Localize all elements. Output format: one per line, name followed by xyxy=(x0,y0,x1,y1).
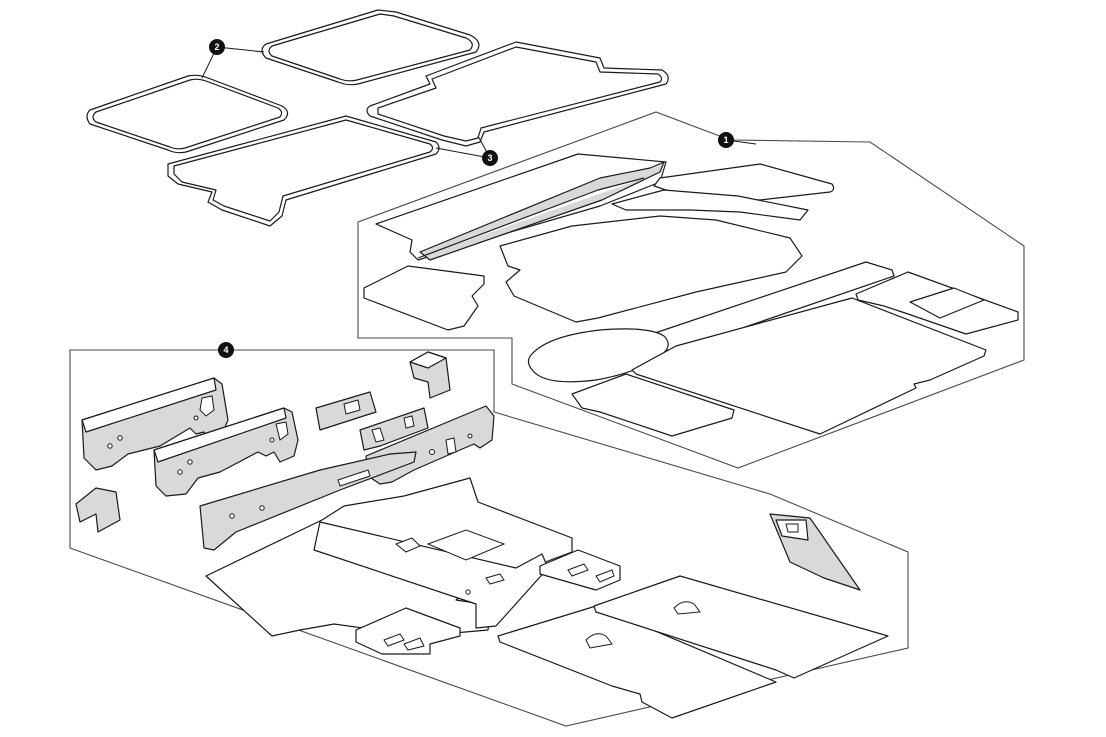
callout-2-label: 2 xyxy=(214,42,219,52)
lower-insulation-piece xyxy=(571,373,735,437)
callout-4-label: 4 xyxy=(223,345,228,355)
callout-2: 2 xyxy=(209,39,225,55)
group-4-boundary xyxy=(69,349,909,727)
callout-3-label: 3 xyxy=(487,153,492,163)
callout-1: 1 xyxy=(718,132,734,148)
rear-corner-panel-inset xyxy=(909,287,985,319)
floor-mats-group xyxy=(86,9,669,227)
callout-1-label: 1 xyxy=(723,135,728,145)
dash-panel-insulation-right xyxy=(153,407,299,497)
rear-floor-panel-right xyxy=(593,575,889,679)
rear-floor-insulation xyxy=(631,297,987,435)
side-insulation-piece xyxy=(363,265,485,331)
upper-trim-piece-lower xyxy=(611,189,809,221)
sound-deadening-group-4 xyxy=(69,349,909,727)
rear-seat-floor-piece xyxy=(355,607,461,655)
dash-panel-insulation-left xyxy=(81,377,229,471)
insulation-block-lower xyxy=(75,487,121,533)
floor-insulation-panel xyxy=(499,215,803,323)
callout-3: 3 xyxy=(482,150,498,166)
group-1-boundary xyxy=(357,111,1025,469)
callout-4: 4 xyxy=(218,342,234,358)
insulation-group-1 xyxy=(357,111,1025,469)
